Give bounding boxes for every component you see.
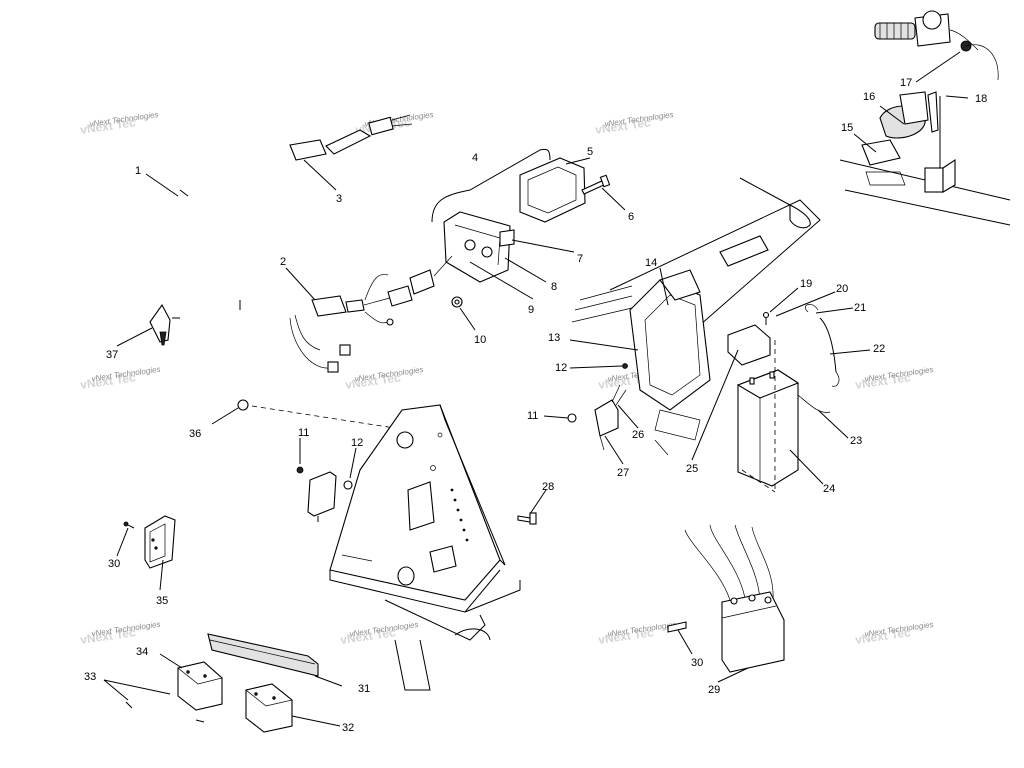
callout-15: 15 — [841, 122, 853, 134]
battery-group — [727, 304, 840, 493]
callout-33: 33 — [84, 671, 96, 683]
watermark: vNext Tec vNext Technologies — [597, 620, 677, 647]
callout-22: 22 — [873, 343, 885, 355]
callout-11a: 11 — [298, 427, 309, 439]
relay-module — [296, 466, 353, 522]
callout-34: 34 — [136, 646, 148, 658]
callout-17: 17 — [900, 77, 912, 89]
bolt — [517, 512, 537, 525]
callout-16: 16 — [863, 91, 875, 103]
watermark: vNext Tec vNext Technologies — [79, 110, 159, 137]
callout-23: 23 — [850, 435, 862, 447]
callout-32: 32 — [342, 722, 354, 734]
watermark: vNext Tec vNext Technologies — [344, 365, 424, 392]
callout-37: 37 — [106, 349, 118, 361]
watermark: vNext Tec vNext Technologies — [594, 110, 674, 137]
watermark: vNext Tec vNext Technologies — [79, 365, 161, 392]
callout-14: 14 — [645, 257, 657, 269]
callout-25: 25 — [686, 463, 698, 475]
callout-20: 20 — [836, 283, 848, 295]
watermarks: vNext Tec vNext Technologies vNext Tec v… — [79, 110, 934, 647]
starter-relay — [567, 384, 627, 451]
watermark: vNext Tec vNext Technologies — [79, 620, 161, 647]
battery-box-frame — [571, 177, 821, 456]
callout-26: 26 — [632, 429, 644, 441]
callout-13: 13 — [548, 332, 560, 344]
grommet — [237, 399, 441, 436]
wiring-harness — [163, 114, 413, 373]
callout-7: 7 — [577, 253, 583, 265]
callout-11b: 11 — [527, 410, 538, 422]
bracket-35 — [123, 515, 176, 569]
tail-light-assembly — [409, 148, 611, 308]
callout-30a: 30 — [108, 558, 120, 570]
callout-4: 4 — [472, 152, 478, 164]
trim-bar — [207, 633, 319, 677]
callout-28: 28 — [542, 481, 554, 493]
callout-3: 3 — [336, 193, 342, 205]
voltage-regulator — [667, 524, 785, 673]
watermark: vNext Tec vNext Technologies — [854, 365, 934, 392]
leader-lines — [103, 51, 969, 727]
callout-18: 18 — [975, 93, 987, 105]
callouts: 1 2 3 4 5 6 7 8 9 10 11 11 12 12 13 14 1… — [84, 77, 987, 734]
callout-24: 24 — [823, 483, 835, 495]
horn-assembly — [839, 91, 1011, 226]
callout-19: 19 — [800, 278, 812, 290]
ring-terminal — [149, 303, 180, 346]
callout-9: 9 — [528, 304, 534, 316]
callout-21: 21 — [854, 302, 866, 314]
block-34 — [125, 661, 223, 711]
callout-10: 10 — [474, 334, 486, 346]
callout-12b: 12 — [555, 362, 567, 374]
callout-27: 27 — [617, 467, 629, 479]
rivet-row — [450, 488, 469, 542]
callout-1: 1 — [135, 165, 141, 177]
watermark: vNext Tec vNext Technologies — [354, 110, 434, 137]
block-32 — [195, 683, 293, 733]
callout-31: 31 — [358, 683, 370, 695]
callout-35: 35 — [156, 595, 168, 607]
handlebar-switch — [874, 10, 999, 81]
callout-6: 6 — [628, 211, 634, 223]
callout-2: 2 — [280, 256, 286, 268]
rear-panel — [329, 404, 521, 691]
callout-36: 36 — [189, 428, 201, 440]
callout-30b: 30 — [691, 657, 703, 669]
watermark: vNext Tec vNext Technologies — [339, 620, 419, 647]
callout-8: 8 — [551, 281, 557, 293]
callout-12a: 12 — [351, 437, 363, 449]
callout-5: 5 — [587, 146, 593, 158]
callout-29: 29 — [708, 684, 720, 696]
watermark: vNext Tec vNext Technologies — [854, 620, 934, 647]
